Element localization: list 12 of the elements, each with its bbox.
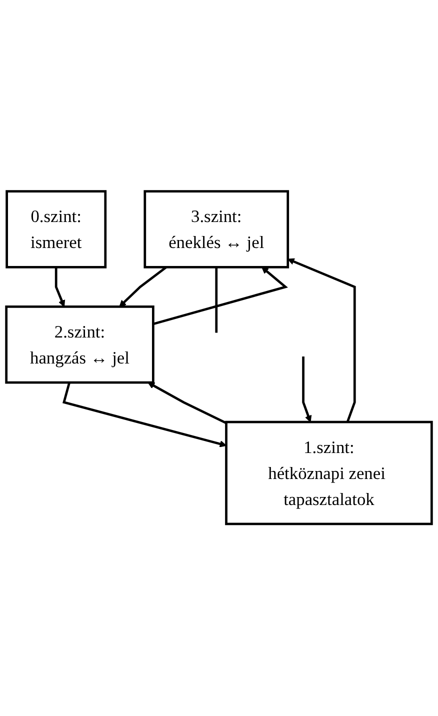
node-box: 1.szint: hétköznapi zenei tapasztalatok: [225, 421, 433, 526]
arrow: [302, 356, 312, 423]
arrow: [148, 382, 227, 424]
node-box: 0.szint: ismeret: [6, 190, 107, 269]
arrow: [119, 266, 167, 308]
node-box: 2.szint: hangzás ↔ jel: [5, 306, 154, 384]
arrow: [288, 258, 356, 423]
arrow: [62, 382, 227, 448]
arrow: [152, 267, 288, 326]
arrow: [54, 268, 66, 308]
node-box: 3.szint: éneklés ↔ jel: [144, 190, 290, 269]
connector: [215, 268, 218, 334]
